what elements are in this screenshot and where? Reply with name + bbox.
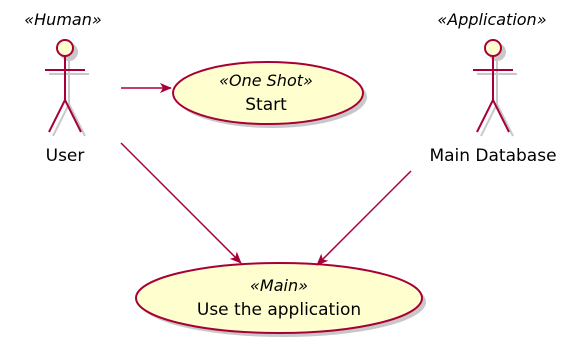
actor-main-database-stereotype: «Application» bbox=[437, 10, 546, 29]
actor-main-database-label: Main Database bbox=[429, 146, 556, 166]
usecase-use-app-label: Use the application bbox=[197, 300, 361, 320]
usecase-use-app-ellipse bbox=[135, 262, 423, 334]
edge-main-database-to-use-app bbox=[316, 170, 412, 266]
actor-main-database[interactable]: «Application» Main Database bbox=[429, 10, 556, 166]
main-database-figure bbox=[473, 39, 513, 133]
usecase-start-ellipse bbox=[172, 61, 364, 125]
usecase-start[interactable]: «One Shot» Start bbox=[172, 61, 367, 128]
actor-user[interactable]: «Human» User bbox=[24, 10, 101, 166]
usecase-use-app-stereotype: «Main» bbox=[250, 276, 308, 295]
usecase-use-the-application[interactable]: «Main» Use the application bbox=[135, 262, 426, 337]
actor-user-stereotype: «Human» bbox=[24, 10, 101, 29]
usecase-start-stereotype: «One Shot» bbox=[219, 71, 313, 90]
actor-user-label: User bbox=[46, 146, 85, 166]
usecase-start-label: Start bbox=[245, 95, 287, 115]
edge-user-to-use-app bbox=[120, 142, 242, 264]
user-figure bbox=[45, 39, 85, 133]
